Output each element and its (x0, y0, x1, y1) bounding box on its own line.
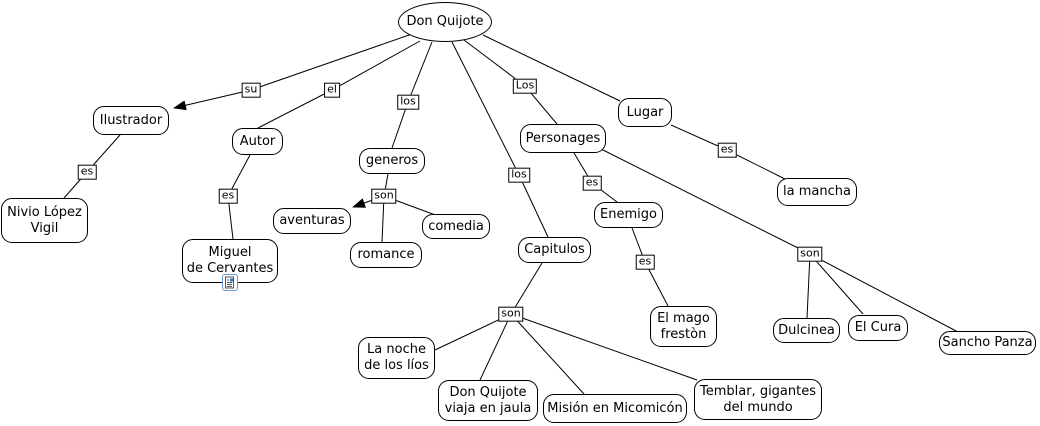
node-label: Autor (239, 133, 276, 149)
node-label: Temblar, gigantes (699, 383, 817, 399)
node-label: frestòn (660, 326, 707, 342)
link-line-capitulos-son-hijos (510, 262, 543, 315)
node-label: La noche (367, 342, 426, 358)
node-el-cura[interactable]: El Cura (848, 315, 908, 341)
node-label: Capitulos (524, 242, 585, 258)
link-label-dq-los-capitulos[interactable]: los (508, 167, 530, 183)
node-generos[interactable]: generos (359, 148, 425, 174)
node-label: la mancha (783, 184, 851, 200)
link-line-personages-son-hijos (809, 253, 959, 333)
node-label: Enemigo (600, 207, 657, 223)
node-capitulos[interactable]: Capitulos (518, 237, 591, 263)
link-line-dq-su-ilustrador (173, 33, 413, 111)
link-label-generos-son-hijos[interactable]: son (371, 188, 397, 204)
link-label-autor-es-miguel[interactable]: es (218, 188, 238, 204)
node-label: El mago (657, 310, 710, 326)
node-label: Vigil (30, 220, 59, 236)
node-label: Don Quijote (449, 384, 527, 400)
link-label-dq-los-generos[interactable]: los (397, 94, 419, 110)
node-label: Dulcinea (778, 322, 835, 338)
node-don-quijote[interactable]: Don Quijote (398, 2, 492, 42)
node-label: aventuras (279, 213, 345, 229)
node-label: romance (357, 247, 415, 263)
link-label-lugar-es-lamancha[interactable]: es (717, 142, 737, 158)
link-line-capitulos-son-hijos (479, 313, 512, 381)
node-lugar[interactable]: Lugar (618, 98, 672, 127)
node-label: Lugar (626, 104, 664, 120)
link-line-personages-son-hijos (809, 253, 864, 315)
node-label: Ilustrador (99, 112, 163, 128)
node-la-mancha[interactable]: la mancha (777, 178, 857, 206)
node-dulcinea[interactable]: Dulcinea (773, 318, 840, 343)
link-label-dq-el-autor[interactable]: el (324, 82, 340, 98)
node-aventuras[interactable]: aventuras (273, 208, 351, 234)
link-label-personages-son-hijos[interactable]: son (797, 246, 823, 262)
link-label-dq-los-personages[interactable]: Los (512, 78, 538, 94)
node-personages[interactable]: Personages (520, 124, 606, 153)
node-label: Personages (525, 130, 601, 146)
node-label: generos (365, 153, 419, 169)
node-label: Don Quijote (406, 14, 484, 30)
node-sancho-panza[interactable]: Sancho Panza (939, 331, 1036, 355)
node-label: Misión en Micomicón (547, 400, 683, 416)
node-ilustrador[interactable]: Ilustrador (93, 106, 169, 135)
link-label-ilustrador-es-nivio[interactable]: es (77, 164, 97, 180)
node-label: Miguel (208, 245, 252, 261)
link-label-personages-es-enemigo[interactable]: es (582, 175, 602, 191)
link-label-dq-su-ilustrador[interactable]: su (241, 82, 261, 98)
link-line-dq-lugar (482, 34, 621, 102)
link-line-capitulos-son-hijos (510, 313, 585, 395)
node-label: viaja en jaula (444, 400, 532, 416)
link-line-personages-son-hijos (600, 148, 811, 255)
document-resource-icon[interactable] (222, 274, 238, 291)
node-label: El Cura (854, 320, 902, 336)
link-line-generos-son-hijos (381, 195, 385, 243)
node-mision-en-micomicon[interactable]: Misión en Micomicón (543, 394, 687, 423)
node-romance[interactable]: romance (350, 242, 422, 268)
link-label-enemigo-es-mago[interactable]: es (635, 254, 655, 270)
node-label: del mundo (723, 399, 793, 415)
node-label: de Cervantes (186, 261, 274, 276)
node-label: Sancho Panza (942, 335, 1033, 351)
node-label: comedia (428, 218, 484, 234)
link-line-personages-son-hijos (806, 253, 811, 319)
node-enemigo[interactable]: Enemigo (594, 202, 663, 228)
node-autor[interactable]: Autor (232, 128, 283, 155)
link-line-dq-los-personages (463, 39, 558, 125)
link-line-capitulos-son-hijos (510, 313, 698, 381)
node-label: Nivio López (7, 204, 82, 220)
node-comedia[interactable]: comedia (422, 214, 490, 239)
node-label: de los líos (364, 358, 429, 373)
link-label-capitulos-son-hijos[interactable]: son (498, 306, 524, 322)
